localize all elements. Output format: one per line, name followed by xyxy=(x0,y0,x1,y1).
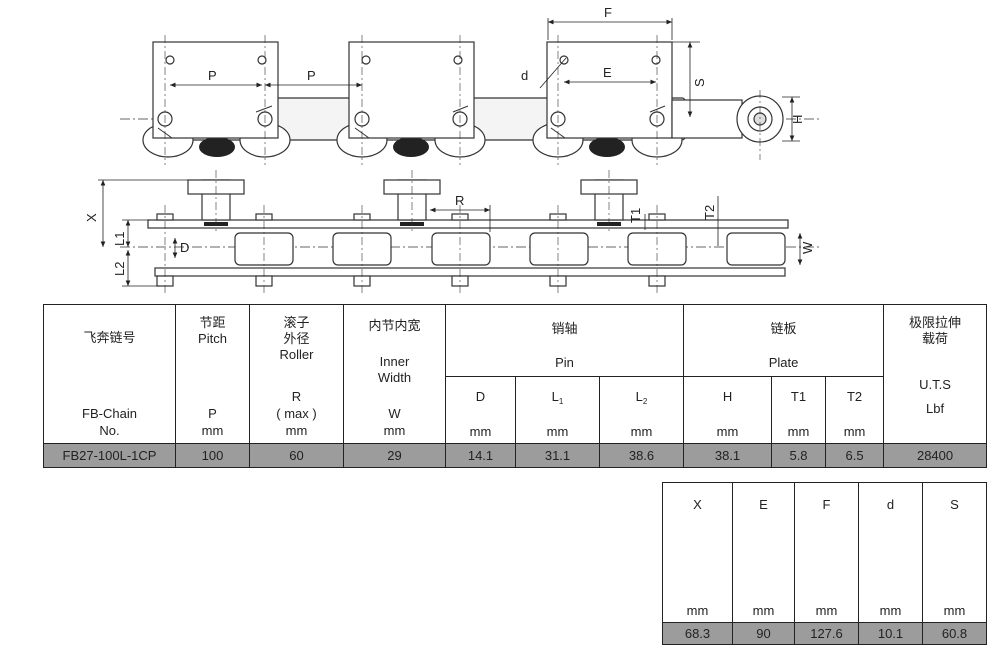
table-row: FB27-100L-1CP 100 60 29 14.1 31.1 38.6 3… xyxy=(43,443,988,468)
cell-H: 38.1 xyxy=(683,443,773,468)
cell-roller: 60 xyxy=(249,443,344,468)
dim-d: d xyxy=(521,68,528,83)
dim-L2: L2 xyxy=(112,262,127,276)
chain-drawing: F P P E d S H xyxy=(84,5,820,295)
cell-S: 60.8 xyxy=(922,622,987,645)
dim-X: X xyxy=(84,213,99,222)
dim-F: F xyxy=(604,5,612,20)
cell-E: 90 xyxy=(732,622,795,645)
cell-pitch: 100 xyxy=(175,443,250,468)
dim-R: R xyxy=(455,193,464,208)
dim-D: D xyxy=(180,240,189,255)
cell-T2: 6.5 xyxy=(825,443,885,468)
cell-X: 68.3 xyxy=(662,622,733,645)
header-pin: 销轴 Pin xyxy=(444,304,685,377)
dim-W: W xyxy=(800,241,815,254)
dim-S: S xyxy=(692,78,707,87)
cell-d: 10.1 xyxy=(858,622,923,645)
header-plate: 链板 Plate xyxy=(683,304,885,377)
dim-T1: T1 xyxy=(628,208,643,223)
dim-P-2: P xyxy=(307,68,316,83)
cell-T1: 5.8 xyxy=(771,443,827,468)
top-dimensions xyxy=(170,18,800,142)
side-dimensions xyxy=(98,179,803,287)
cell-L2: 38.6 xyxy=(598,443,685,468)
side-bottom-plate xyxy=(154,267,786,277)
cell-uts: 28400 xyxy=(883,443,988,468)
cell-D: 14.1 xyxy=(445,443,516,468)
top-view xyxy=(120,35,820,165)
side-view xyxy=(120,170,820,295)
dim-L1: L1 xyxy=(112,232,127,246)
cell-L1: 31.1 xyxy=(515,443,600,468)
side-top-plate xyxy=(147,219,789,229)
dim-P-1: P xyxy=(208,68,217,83)
cell-F: 127.6 xyxy=(794,622,859,645)
dim-T2: T2 xyxy=(702,205,717,220)
table-row: 68.3 90 127.6 10.1 60.8 xyxy=(662,622,987,645)
cell-chain-no: FB27-100L-1CP xyxy=(43,443,176,468)
dim-H: H xyxy=(790,115,805,124)
dim-E: E xyxy=(603,65,612,80)
top-plate-1 xyxy=(152,41,279,139)
cell-inner-width: 29 xyxy=(343,443,446,468)
